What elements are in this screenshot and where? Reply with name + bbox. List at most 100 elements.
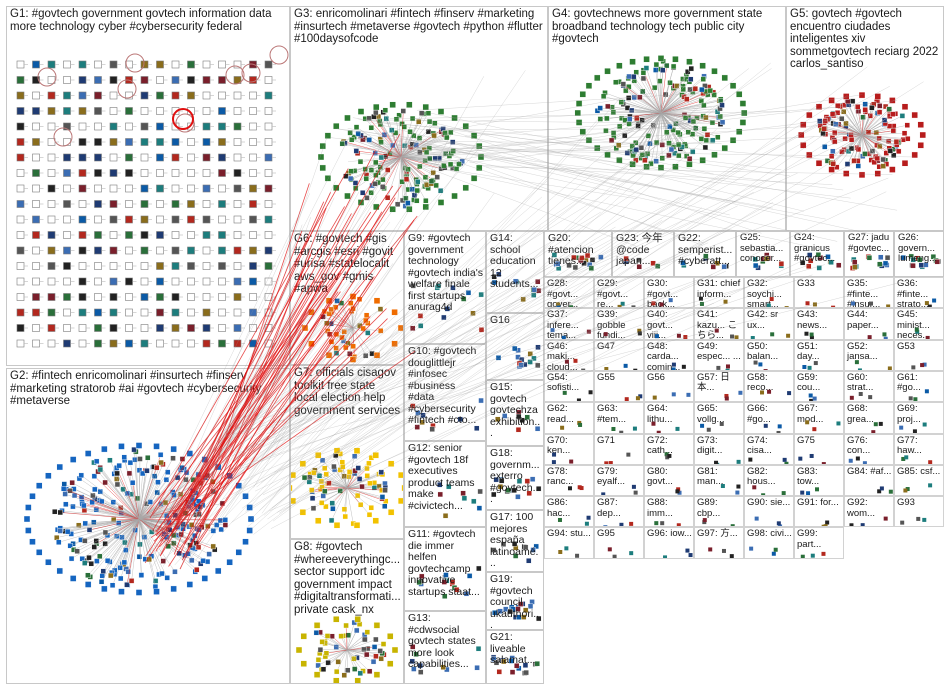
small-group-cell[interactable]: G95	[594, 527, 644, 558]
small-group-cell[interactable]: G57: 日本...	[694, 371, 744, 402]
cluster-g16[interactable]: G16	[486, 313, 544, 380]
small-group-cell[interactable]: G33	[794, 277, 844, 308]
small-group-cell[interactable]: G50: balan...	[744, 340, 794, 371]
cluster-g12[interactable]: G12: senior #govtech 18f executives prod…	[404, 441, 486, 527]
small-group-cell[interactable]: G90: sie...	[744, 496, 794, 527]
small-group-cell[interactable]: G68: grea...	[844, 402, 894, 433]
small-group-cell[interactable]: G87: dep...	[594, 496, 644, 527]
cluster-g17[interactable]: G17: 100 mejores españa latinoamé...	[486, 510, 544, 572]
small-group-cell[interactable]: G72: cath...	[644, 434, 694, 465]
cluster-g22[interactable]: G22: semperist... #cyberatt...	[674, 231, 736, 277]
cluster-g5[interactable]: G5: govtech #govtech encuentro ciudades …	[786, 6, 944, 231]
cluster-g21[interactable]: G21: liveable salamat...	[486, 630, 544, 684]
small-group-cell[interactable]: G44: paper...	[844, 308, 894, 339]
small-group-cell[interactable]: G65: vollg...	[694, 402, 744, 433]
small-group-cell[interactable]: G40: govt... viii...	[644, 308, 694, 339]
small-group-cell[interactable]: G81: man...	[694, 465, 744, 496]
cluster-g4[interactable]: G4: govtechnews more government state br…	[548, 6, 786, 231]
small-group-cell[interactable]: G74: cisa...	[744, 434, 794, 465]
small-group-cell[interactable]: G53	[894, 340, 944, 371]
small-group-cell[interactable]: G51: day...	[794, 340, 844, 371]
small-group-cell[interactable]: G28: #govt... gover...	[544, 277, 594, 308]
small-group-cell[interactable]: G66: #go...	[744, 402, 794, 433]
small-group-cell[interactable]: G42: sr ux...	[744, 308, 794, 339]
cluster-g25-label: G25: sebastia... conocer...	[740, 233, 787, 265]
cluster-g8[interactable]: G8: #govtech #whereeverythingc... sector…	[290, 539, 404, 684]
cluster-g15[interactable]: G15: govtech govtechza exhibition...	[486, 380, 544, 446]
cluster-g11[interactable]: G11: #govtech die immer helfen govtechca…	[404, 527, 486, 611]
small-group-nodes	[795, 466, 844, 496]
small-group-cell[interactable]: G58: reco...	[744, 371, 794, 402]
small-group-cell[interactable]: G96: iow...	[644, 527, 694, 558]
cluster-g7[interactable]: G7: officials cisagov toolkit free state…	[290, 365, 404, 539]
small-group-cell[interactable]: G78: ranc...	[544, 465, 594, 496]
small-group-cell[interactable]: G37: infere... tema...	[544, 308, 594, 339]
cluster-g2[interactable]: G2: #fintech enricomolinari #insurtech #…	[6, 368, 290, 684]
small-group-cell[interactable]: G86: hac...	[544, 496, 594, 527]
small-group-cell[interactable]: G45: minist... neces...	[894, 308, 944, 339]
cluster-g27[interactable]: G27: jadu #govtec...	[844, 231, 894, 277]
cluster-g6[interactable]: G6: #govtech #gis #arcgis #esri #govit #…	[290, 231, 404, 365]
cluster-g3[interactable]: G3: enricomolinari #fintech #finserv #ma…	[290, 6, 548, 231]
small-group-cell[interactable]: G41: kazu... こちら...	[694, 308, 744, 339]
small-group-cell[interactable]: G64: lithu...	[644, 402, 694, 433]
small-group-cell[interactable]: G97: 方...	[694, 527, 744, 558]
small-group-cell[interactable]: G54: sofisti...	[544, 371, 594, 402]
small-group-cell[interactable]: G79: eyalf...	[594, 465, 644, 496]
small-group-cell[interactable]: G67: mod...	[794, 402, 844, 433]
cluster-g13[interactable]: G13: #cdwsocial govtech states more look…	[404, 611, 486, 684]
small-group-cell[interactable]: G94: stu...	[544, 527, 594, 558]
small-group-cell[interactable]: G89: cbp...	[694, 496, 744, 527]
small-group-cell[interactable]: G69: proj...	[894, 402, 944, 433]
cluster-g10[interactable]: G10: #govtech douglittlejr #infosec #bus…	[404, 344, 486, 441]
small-group-cell[interactable]: G29: #govt... re...	[594, 277, 644, 308]
small-group-cell[interactable]: G70: ken...	[544, 434, 594, 465]
small-group-cell[interactable]: G92: wom...	[844, 496, 894, 527]
small-group-cell[interactable]: G48: carda... comin...	[644, 340, 694, 371]
small-group-cell[interactable]: G39: gobble fundi...	[594, 308, 644, 339]
cluster-g9[interactable]: G9: #govtech government technology #govt…	[404, 231, 486, 344]
small-group-cell[interactable]: G75	[794, 434, 844, 465]
small-group-cell[interactable]: G91: for...	[794, 496, 844, 527]
cluster-g20[interactable]: G20: #atencion tienes...	[544, 231, 612, 277]
small-group-cell[interactable]: G59: cou...	[794, 371, 844, 402]
small-group-cell[interactable]: G84: #af...	[844, 465, 894, 496]
small-group-cell[interactable]: G73: digit...	[694, 434, 744, 465]
small-group-cell[interactable]: G55	[594, 371, 644, 402]
small-group-cell[interactable]: G77: haw...	[894, 434, 944, 465]
cluster-g23[interactable]: G23: 今年 @code japan...	[612, 231, 674, 277]
cluster-g19[interactable]: G19: #govtech council ukauthori...	[486, 572, 544, 630]
small-group-cell[interactable]: G80: govt...	[644, 465, 694, 496]
small-group-cell[interactable]: G52: jansa...	[844, 340, 894, 371]
small-group-cell[interactable]: G31: chief inform...	[694, 277, 744, 308]
g1-node	[234, 185, 241, 192]
small-group-cell[interactable]: G82: hous...	[744, 465, 794, 496]
small-group-cell[interactable]: G88: imm...	[644, 496, 694, 527]
small-group-cell[interactable]: G63: #tem...	[594, 402, 644, 433]
small-group-cell[interactable]: G56	[644, 371, 694, 402]
cluster-g24[interactable]: G24: granicus #govtec...	[790, 231, 844, 277]
small-group-cell[interactable]: G46: maki... cloud...	[544, 340, 594, 371]
small-group-cell[interactable]: G32: soychi... smart...	[744, 277, 794, 308]
small-group-cell[interactable]: G76: con...	[844, 434, 894, 465]
small-group-cell[interactable]: G61: #go...	[894, 371, 944, 402]
small-group-cell[interactable]: G99: part...	[794, 527, 844, 558]
small-group-cell[interactable]: G98: civi...	[744, 527, 794, 558]
cluster-g25[interactable]: G25: sebastia... conocer...	[736, 231, 790, 277]
small-group-cell[interactable]: G62: read...	[544, 402, 594, 433]
small-group-cell[interactable]: G43: news...	[794, 308, 844, 339]
small-group-cell[interactable]: G47	[594, 340, 644, 371]
small-group-cell[interactable]: G36: #finte... strato...	[894, 277, 944, 308]
cluster-g1[interactable]: G1: #govtech government govtech informat…	[6, 6, 290, 366]
small-group-cell[interactable]: G49: espec... ...	[694, 340, 744, 371]
small-group-cell[interactable]: G71	[594, 434, 644, 465]
cluster-g18[interactable]: G18: governm... exterro #govtech...	[486, 446, 544, 510]
small-group-cell[interactable]: G30: #govt... back...	[644, 277, 694, 308]
cluster-g14[interactable]: G14: school education 12 students...	[486, 231, 544, 313]
small-group-cell[interactable]: G35: #finte... #insur...	[844, 277, 894, 308]
small-group-cell[interactable]: G85: csf...	[894, 465, 944, 496]
small-group-cell[interactable]: G60: strat...	[844, 371, 894, 402]
cluster-g26[interactable]: G26: govern... lumeng...	[894, 231, 944, 277]
small-group-cell[interactable]: G93	[894, 496, 944, 527]
small-group-cell[interactable]: G83: tow...	[794, 465, 844, 496]
